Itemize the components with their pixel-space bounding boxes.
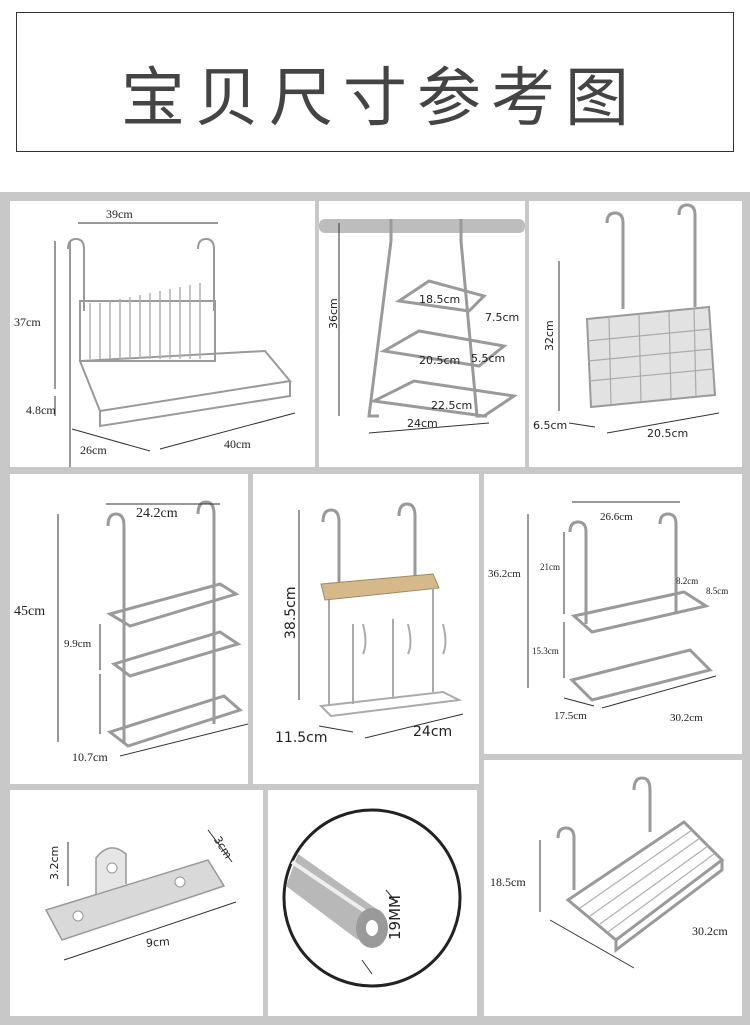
dim-top-gap: 7.5cm (485, 311, 520, 324)
hanging-tray-illustration (539, 776, 725, 969)
panel-double-shelf: 26.6cm 36.2cm 21cm 8.2cm 8.5cm 15.3cm 17… (484, 474, 742, 754)
panel-bracket: 3.2cm 3cm 9cm (10, 790, 263, 1016)
panel-knife-board-rack: 38.5cm 11.5cm 24cm (253, 474, 479, 784)
panel-two-tier-shelf: 24.2cm 45cm 9.9cm 10.7cm (10, 474, 248, 784)
panel-rod: 19MM (268, 790, 477, 1016)
dim-foot: 4.8cm (26, 403, 56, 417)
page-title: 宝贝尺寸参考图 (121, 62, 639, 136)
dim-gap: 15.3cm (532, 646, 559, 656)
dim-bottom: 22.5cm (431, 399, 473, 412)
dim-length: 30.2cm (692, 924, 728, 938)
dim-rail1: 8.2cm (676, 576, 699, 586)
knife-board-rack-illustration (298, 502, 464, 739)
dim-width: 39cm (106, 207, 133, 221)
dim-height: 45cm (14, 604, 46, 619)
dim-height: 37cm (14, 315, 41, 329)
dim-diameter: 19MM (386, 895, 404, 940)
dim-rail2: 8.5cm (706, 586, 729, 596)
dim-width: 24cm (413, 724, 453, 740)
dim-width: 24.2cm (136, 506, 178, 521)
rod-illustration (282, 808, 462, 988)
bracket-illustration (44, 829, 237, 961)
dim-length: 40cm (224, 437, 251, 451)
dim-height: 3.2cm (48, 845, 61, 880)
dim-width: 20.5cm (647, 427, 689, 440)
dim-mid-gap: 5.5cm (471, 352, 506, 365)
dim-length: 30.2cm (670, 712, 703, 724)
dim-height: 36.2cm (488, 568, 521, 580)
dim-gap: 9.9cm (64, 638, 92, 650)
title-box: 宝贝尺寸参考图 (16, 12, 734, 152)
dim-depth: 10.7cm (72, 750, 108, 764)
dim-depth: 6.5cm (533, 419, 568, 432)
dim-depth: 18.5cm (490, 875, 526, 889)
dim-depth: 26cm (80, 443, 107, 457)
dim-width: 26.6cm (600, 511, 633, 523)
dim-depth: 17.5cm (554, 710, 587, 722)
utensil-holder-illustration (558, 203, 720, 434)
panel-hanging-tray: 18.5cm 30.2cm (484, 760, 742, 1016)
panel-lid-rack: 36cm 18.5cm 7.5cm 20.5cm 5.5cm 22.5cm 24… (319, 201, 525, 467)
double-shelf-illustration (527, 501, 717, 709)
dim-top: 18.5cm (419, 293, 461, 306)
dim-height: 32cm (543, 320, 556, 351)
dim-height: 36cm (327, 298, 340, 329)
panel-utensil-holder: 32cm 6.5cm 20.5cm (529, 201, 742, 467)
two-tier-shelf-illustration (57, 500, 248, 757)
dim-hook: 21cm (540, 562, 560, 572)
panel-dish-rack: 39cm 37cm 4.8cm 26cm 40cm (10, 201, 315, 467)
dish-rack-illustration (54, 222, 296, 467)
dim-depth: 11.5cm (275, 730, 328, 746)
dim-height: 38.5cm (283, 586, 299, 639)
dim-base: 24cm (407, 417, 438, 430)
dim-length: 9cm (145, 935, 171, 950)
lid-rack-illustration (319, 219, 525, 434)
dim-mid: 20.5cm (419, 354, 461, 367)
